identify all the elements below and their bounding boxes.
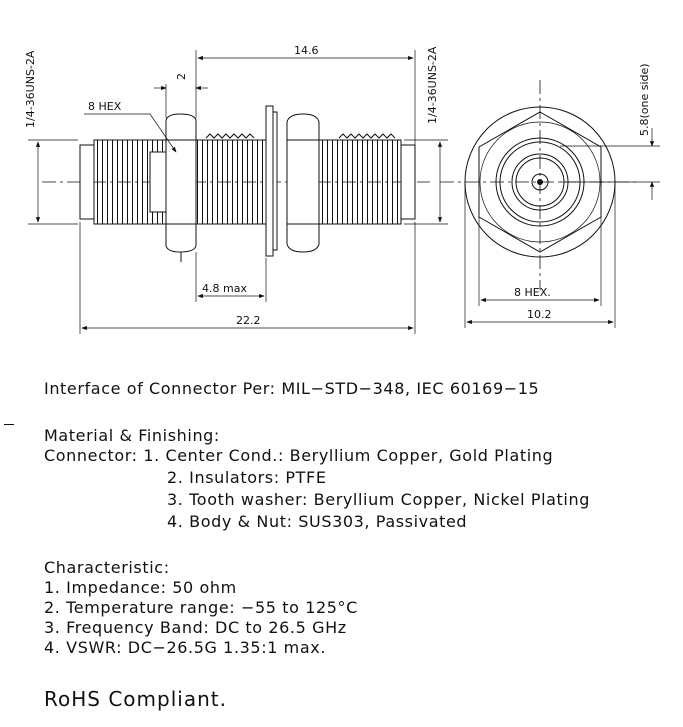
dim-14-6-label: 14.6 [294, 44, 319, 57]
dim-10-2-label: 10.2 [527, 308, 552, 321]
connector-item-3: 3. Tooth washer: Beryllium Copper, Nicke… [167, 490, 590, 509]
dim-5-8: 5.8(one side) [560, 63, 660, 200]
connector-item-4: 4. Body & Nut: SUS303, Passivated [167, 512, 468, 531]
middle-thread [195, 139, 267, 225]
hex-label: 8 HEX [88, 100, 122, 113]
dim-22-2-label: 22.2 [236, 314, 261, 327]
connector-item-1: Connector: 1. Center Cond.: Beryllium Co… [44, 446, 554, 465]
rohs-statement: RoHS Compliant. [44, 687, 227, 711]
dim-4-8-label: 4.8 max [202, 282, 247, 295]
margin-tick [4, 424, 14, 425]
dim-2-label: 2 [175, 73, 188, 80]
dim-14-6: 14.6 [197, 44, 416, 145]
mid-thread-label: 1/4-36UNS-2A [426, 46, 439, 124]
characteristic-item-1: 1. Impedance: 50 ohm [44, 578, 237, 597]
interface-line: Interface of Connector Per: MIL−STD−348,… [44, 379, 540, 398]
dim-hex-leader: 8 HEX [84, 100, 177, 153]
dim-22-2: 22.2 [79, 222, 416, 334]
characteristic-item-3: 3. Frequency Band: DC to 26.5 GHz [44, 618, 347, 637]
dim-left-thread: 1/4-36UNS-2A [24, 50, 78, 225]
dim-2: 2 [154, 50, 208, 118]
dim-5-8-label: 5.8(one side) [638, 63, 651, 136]
right-hex-nut [286, 113, 320, 253]
dim-8-hex: 8 HEX. [478, 217, 602, 306]
left-thread-body [79, 139, 167, 225]
characteristic-title: Characteristic: [44, 558, 170, 577]
characteristic-item-4: 4. VSWR: DC−26.5G 1.35:1 max. [44, 638, 327, 657]
right-thread-body [318, 133, 416, 225]
dim-10-2: 10.2 [464, 182, 616, 328]
end-view [440, 80, 640, 290]
connector-drawing: 1/4-36UNS-2A 8 HEX 2 14.6 1/4-36UNS-2A 4… [24, 44, 660, 334]
dim-8-hex-label: 8 HEX. [514, 286, 551, 299]
dim-4-8: 4.8 max [195, 252, 267, 302]
tooth-washer [265, 105, 278, 257]
characteristic-item-2: 2. Temperature range: −55 to 125°C [44, 598, 358, 617]
left-hex-nut [165, 113, 197, 262]
connector-item-2: 2. Insulators: PTFE [167, 468, 327, 487]
material-title: Material & Finishing: [44, 426, 220, 445]
left-thread-label: 1/4-36UNS-2A [24, 50, 37, 128]
